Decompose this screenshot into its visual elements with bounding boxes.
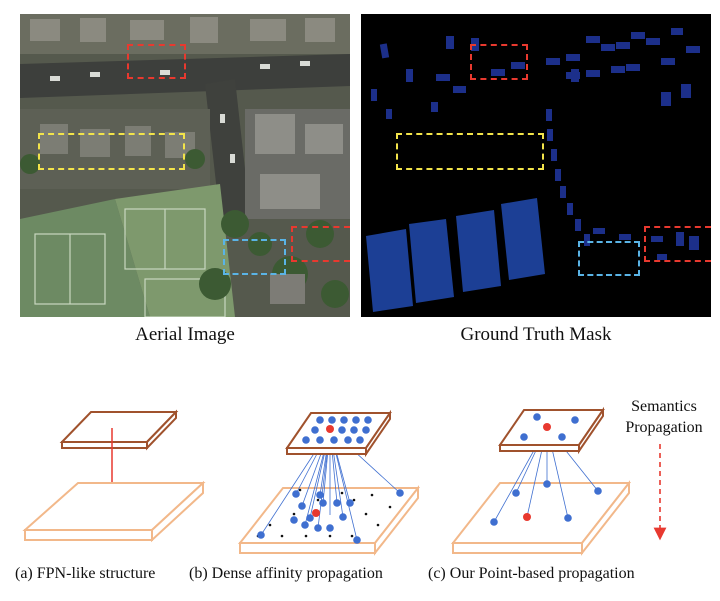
point-bottom-plane (450, 480, 632, 556)
semantics-label-line1: Semantics (631, 398, 697, 415)
ground-truth-mask-caption: Ground Truth Mask (460, 324, 612, 345)
aerial-image-caption: Aerial Image (135, 324, 235, 345)
dense-bottom-plane (237, 485, 421, 556)
dense-bottom-points (257, 489, 404, 544)
fpn-top-plane (59, 409, 179, 451)
highlight-red-box (644, 226, 711, 262)
highlight-blue-box (223, 239, 286, 275)
point-top-key-point (543, 423, 551, 431)
highlight-red-box (291, 226, 350, 262)
point-based-diagram (450, 406, 632, 556)
highlight-yellow-box (38, 133, 185, 170)
dense-bottom-key-point (312, 509, 320, 517)
aerial-image (20, 14, 350, 317)
dense-top-key-point (326, 425, 334, 433)
subcaption-b: (b) Dense affinity propagation (189, 565, 383, 582)
fpn-bottom-plane (22, 480, 206, 543)
fpn-diagram (22, 409, 206, 543)
highlight-yellow-box (396, 133, 544, 170)
highlight-red-box (470, 44, 528, 80)
dense-top-points (302, 416, 372, 444)
highlight-blue-box (578, 241, 640, 276)
mask-objects (366, 28, 700, 312)
dense-grid-dots (256, 488, 392, 538)
subcaption-a: (a) FPN-like structure (15, 565, 156, 582)
semantics-propagation-label: Semantics Propagation (612, 396, 716, 438)
point-top-plane (498, 406, 605, 455)
point-bottom-points (490, 480, 602, 526)
point-bottom-key-point (523, 513, 531, 521)
propagation-diagrams (22, 406, 667, 556)
semantics-label-line2: Propagation (625, 419, 703, 436)
subcaption-c: (c) Our Point-based propagation (428, 565, 635, 582)
point-top-points (520, 413, 579, 441)
dense-affinity-diagram (237, 409, 421, 556)
highlight-red-box (127, 44, 186, 79)
ground-truth-mask (361, 14, 711, 317)
dense-top-plane (285, 409, 392, 458)
